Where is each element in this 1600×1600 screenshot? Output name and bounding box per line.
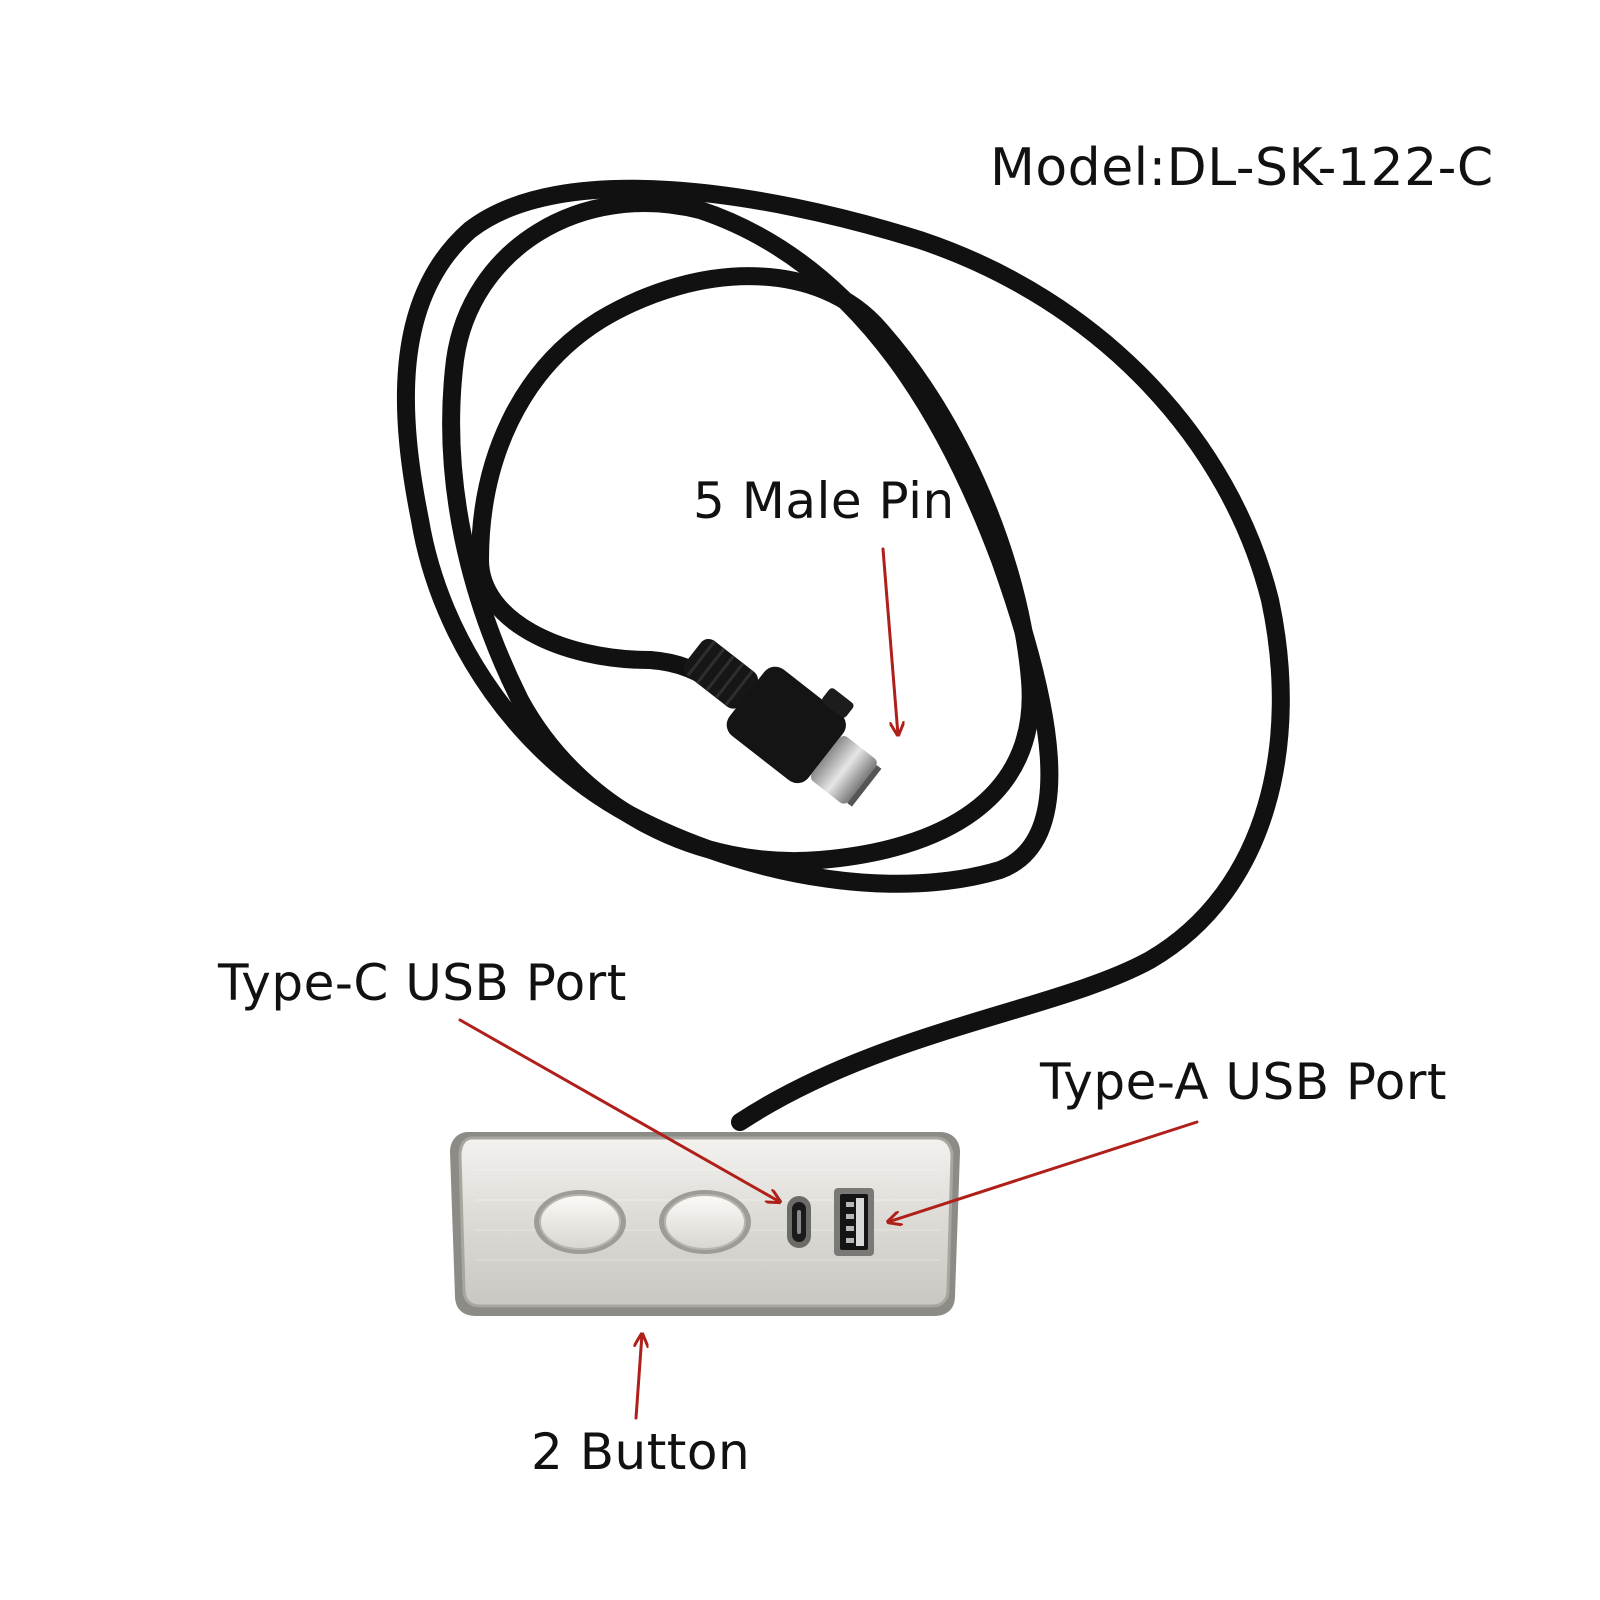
- connector-body: [726, 666, 846, 784]
- arrow-to-male-pin: [881, 547, 898, 735]
- arrow-to-type-c: [458, 1018, 780, 1202]
- din-5-pin-connector-icon: [683, 638, 882, 807]
- connector-latch: [822, 688, 854, 718]
- male-pin-label: 5 Male Pin: [693, 472, 955, 530]
- type-a-port-label: Type-A USB Port: [1040, 1053, 1448, 1111]
- arrow-to-buttons: [636, 1334, 642, 1420]
- cable-loop-outer: [396, 179, 1290, 1131]
- model-label: Model:DL-SK-122-C: [990, 138, 1494, 198]
- arrow-to-type-a: [888, 1120, 1199, 1222]
- oval-push-button-icon[interactable]: [659, 1190, 751, 1254]
- connector-metal-sleeve: [810, 736, 877, 804]
- type-c-port-label: Type-C USB Port: [218, 954, 627, 1012]
- usb-type-c-icon[interactable]: [787, 1196, 811, 1248]
- button-count-label: 2 Button: [531, 1423, 751, 1481]
- cable: [396, 179, 1290, 1131]
- oval-push-button-icon[interactable]: [534, 1190, 626, 1254]
- usb-type-a-icon[interactable]: [834, 1188, 874, 1256]
- annotation-arrows: [458, 547, 1199, 1420]
- cable-loop-inner: [471, 267, 1040, 869]
- cable-loop-middle: [442, 194, 1059, 893]
- control-panel: [450, 1132, 960, 1316]
